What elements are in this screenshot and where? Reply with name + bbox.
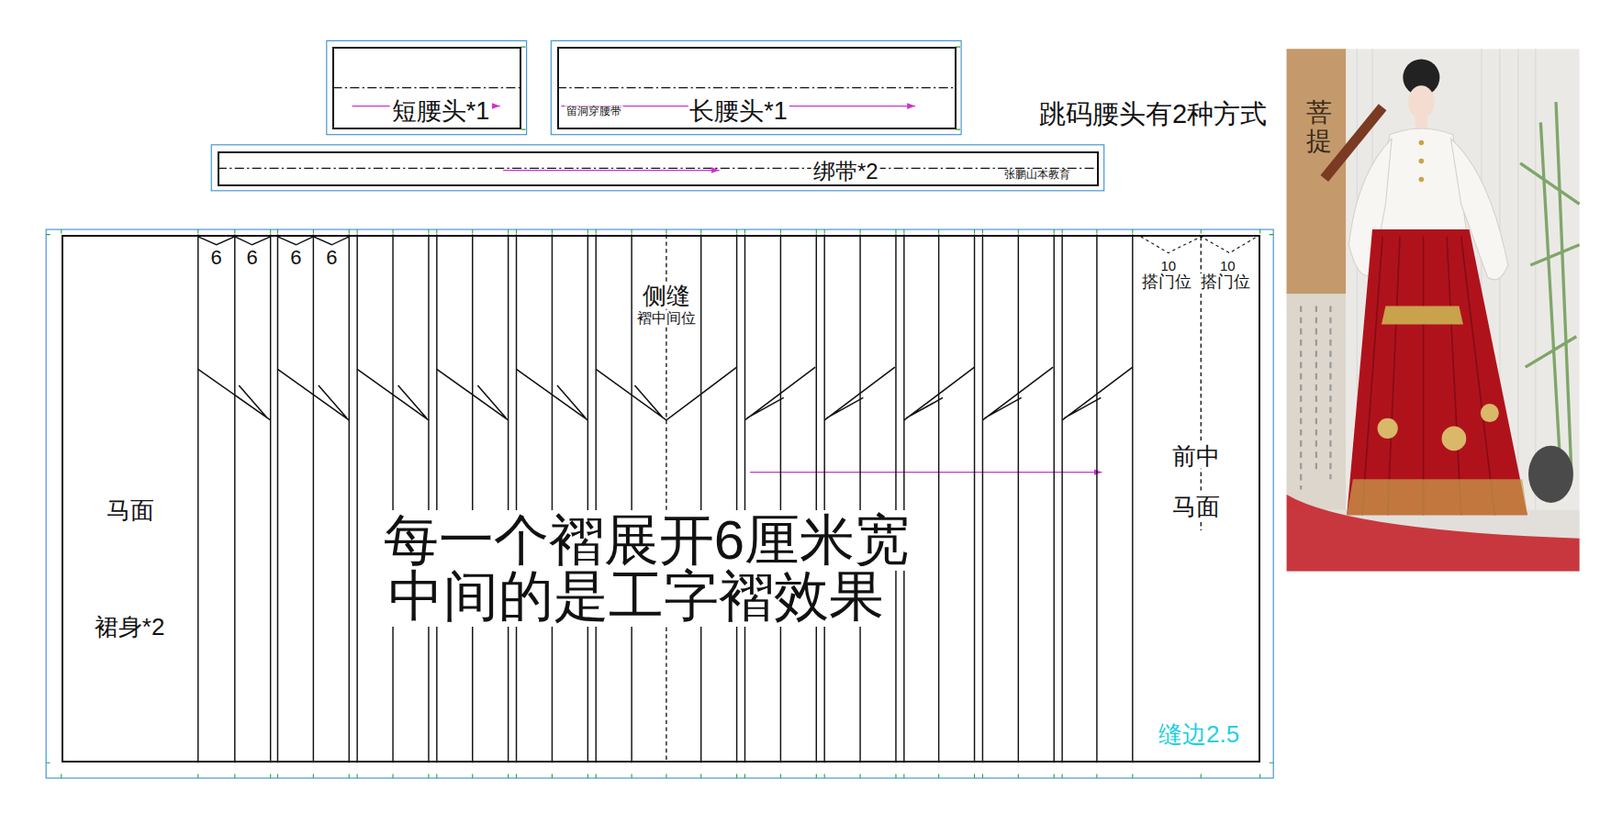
pleat-direction-marks [198, 367, 1133, 421]
note-text: 跳码腰头有2种方式 [1037, 100, 1269, 130]
dimension: 10 [1158, 258, 1178, 275]
piece-label: 短腰头*1 [390, 98, 493, 126]
waistband-piece: 留洞穿腰带 长腰头*1 [557, 46, 957, 130]
piece-label: 长腰头*1 [687, 98, 790, 126]
piece-frame [45, 40, 1274, 779]
grain-arrow [352, 106, 1103, 473]
pleat-width: 6 [209, 246, 224, 269]
photo-text: 菩提 [1306, 97, 1332, 158]
piece-label: 绑带*2 [811, 159, 881, 184]
pleat-lines [198, 234, 1133, 764]
waistband-piece: 短腰头*1 [332, 46, 522, 130]
dimension: 10 [1218, 258, 1238, 275]
panel-label: 马面 [1170, 493, 1222, 521]
pleat-top-marks [198, 236, 349, 246]
pleat-width: 6 [324, 246, 339, 269]
position-label: 搭门位 [1140, 273, 1194, 292]
panel-label: 前中 [1170, 443, 1222, 470]
reference-photo [1286, 48, 1580, 571]
panel-label: 马面 [104, 496, 157, 524]
note-text: 留洞穿腰带 [564, 105, 624, 118]
note-text: 中间的是工字褶效果 [386, 566, 886, 627]
watermark: 张鹏山本教育 [1002, 168, 1073, 181]
seam-allowance-note: 缝边2.5 [1156, 721, 1242, 749]
tie-band-piece: 绑带*2 张鹏山本教育 [217, 151, 1099, 188]
front-panel: 1010搭门位搭门位前中马面缝边2.5 [1132, 234, 1261, 764]
overlap-marks [1141, 236, 1258, 254]
pleat-width: 6 [288, 246, 303, 269]
position-label: 搭门位 [1198, 273, 1253, 292]
notch-ticks [45, 46, 1274, 779]
pleat-width: 6 [244, 246, 259, 269]
note-text: 每一个褶展开6厘米宽 [381, 510, 912, 571]
seam-label: 侧缝 [640, 282, 693, 310]
piece-label: 裙身*2 [92, 613, 168, 640]
mamian-panel: 马面裙身*2 [61, 234, 199, 764]
seam-label: 褶中间位 [635, 310, 698, 327]
center-line [666, 234, 1201, 764]
